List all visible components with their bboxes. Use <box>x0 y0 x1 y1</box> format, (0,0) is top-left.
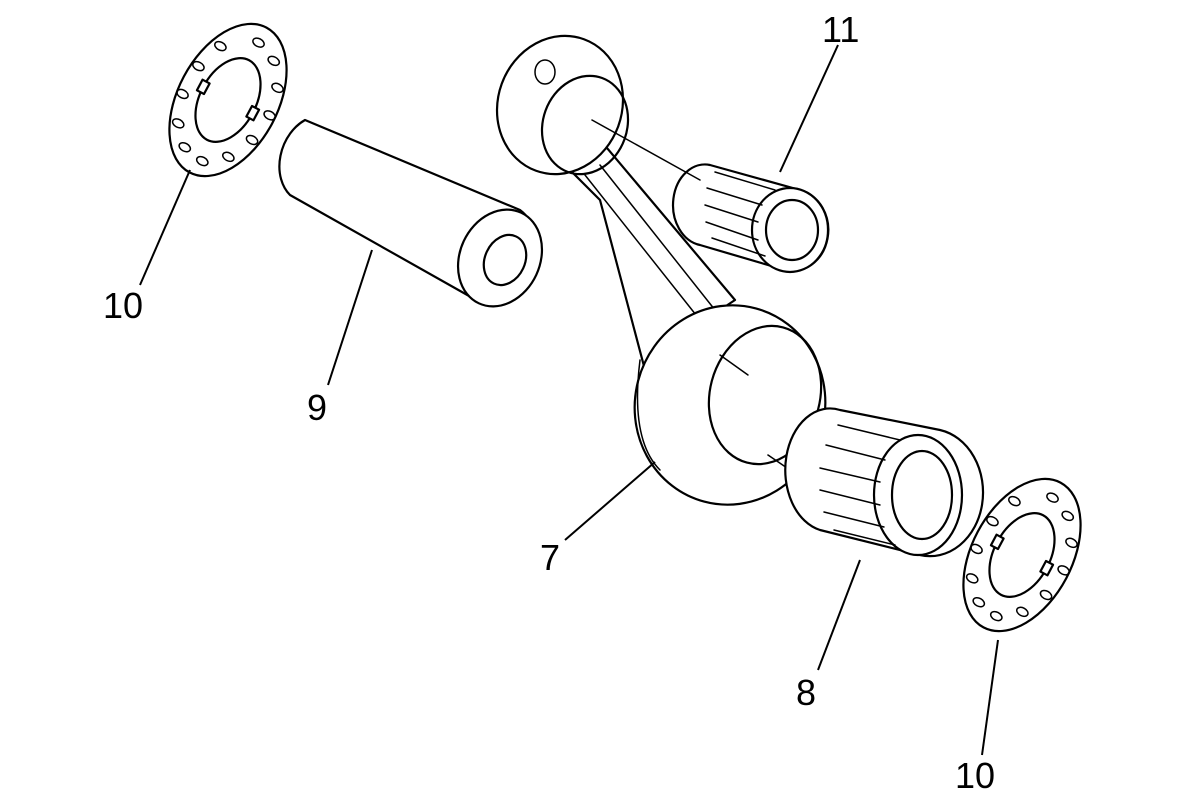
leader-washer-right <box>981 639 999 756</box>
callout-small-end-bearing: 11 <box>822 9 859 50</box>
small-end-bearing <box>671 163 830 274</box>
callout-washer-left: 10 <box>103 285 143 326</box>
thrust-washer-left <box>168 22 288 178</box>
callout-big-end-bearing: 8 <box>796 672 816 713</box>
callout-connecting-rod: 7 <box>540 537 560 578</box>
assembly-line-small-end <box>591 119 701 181</box>
thrust-washer-right <box>962 477 1082 633</box>
leader-small-end-bearing <box>779 44 839 173</box>
leader-connecting-rod <box>564 461 656 541</box>
callout-washer-right: 10 <box>955 755 995 796</box>
leader-big-end-bearing <box>817 559 861 671</box>
callout-piston-pin: 9 <box>307 387 327 428</box>
connecting-rod <box>495 34 827 506</box>
piston-pin <box>278 118 544 308</box>
leader-washer-left <box>139 169 191 286</box>
leader-piston-pin <box>327 249 373 386</box>
big-end-bearing <box>784 407 985 558</box>
